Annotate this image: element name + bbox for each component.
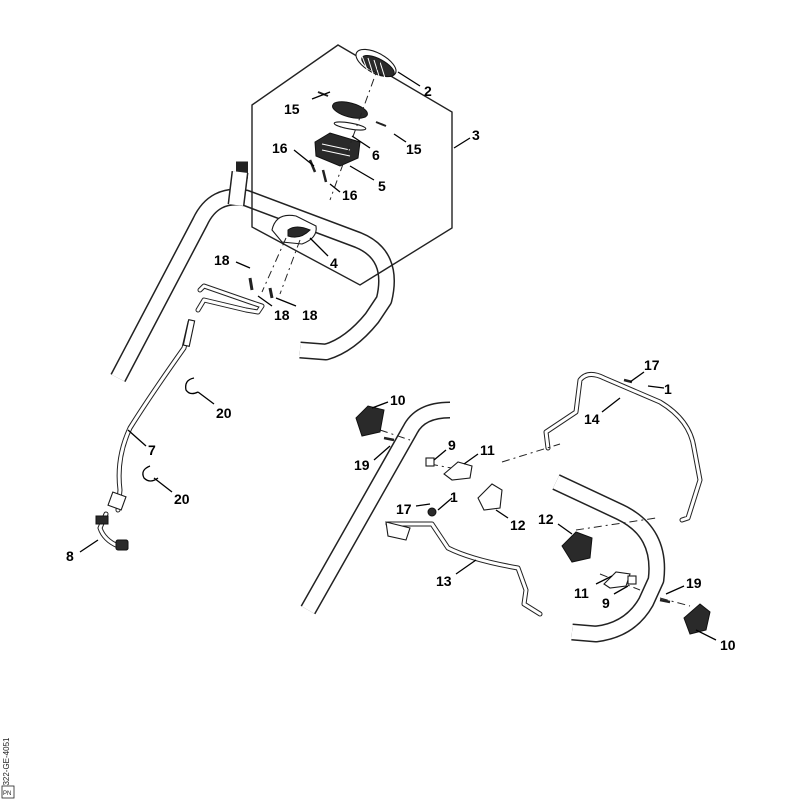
callout-20: 20 [216, 405, 232, 421]
lower-rod [385, 521, 543, 617]
assembly-links-right [379, 429, 691, 607]
bolts [248, 277, 274, 299]
lever-base [271, 214, 317, 245]
callout-12: 12 [510, 517, 526, 533]
upper-handle-right [300, 401, 666, 643]
callout-17: 17 [396, 501, 412, 517]
callout-3: 3 [472, 127, 480, 143]
adjustment-knob [355, 48, 397, 79]
cable-clips [142, 377, 199, 482]
callout-9: 9 [448, 437, 456, 453]
upper-handle-left [110, 161, 396, 382]
corner-mark: PN [3, 791, 11, 797]
control-cable [107, 319, 196, 513]
callout-4: 4 [330, 255, 338, 271]
callout-9: 9 [602, 595, 610, 611]
cable-connector [95, 511, 129, 551]
callout-20: 20 [174, 491, 190, 507]
callout-11: 11 [574, 585, 589, 601]
callout-18: 18 [214, 252, 230, 268]
callout-19: 19 [354, 457, 370, 473]
callout-10: 10 [720, 637, 736, 653]
callout-12: 12 [538, 511, 554, 527]
callout-7: 7 [148, 442, 156, 458]
callout-13: 13 [436, 573, 452, 589]
small-screws [308, 91, 387, 183]
dial-ring [332, 101, 368, 131]
callout-11: 11 [480, 442, 495, 458]
callout-16: 16 [342, 187, 358, 203]
assembly-axis [261, 61, 381, 295]
callout-18: 18 [302, 307, 318, 323]
callout-15: 15 [406, 141, 422, 157]
callout-15: 15 [284, 101, 300, 117]
callout-6: 6 [372, 147, 380, 163]
brackets [443, 461, 631, 589]
leader-lines [79, 71, 717, 641]
end-covers [355, 405, 711, 635]
callout-1: 1 [664, 381, 672, 397]
callout-14: 14 [584, 411, 600, 427]
control-rod-left [195, 283, 265, 315]
callout-5: 5 [378, 178, 386, 194]
callout-1: 1 [450, 489, 458, 505]
detail-frame [251, 44, 453, 286]
callout-labels: 2 15 3 15 6 16 5 16 4 18 18 18 20 7 20 8… [66, 83, 736, 653]
lever-body [314, 132, 361, 167]
callout-2: 2 [424, 83, 432, 99]
drawing-code: 8322-GE-4051 [2, 737, 11, 790]
callout-19: 19 [686, 575, 702, 591]
callout-8: 8 [66, 548, 74, 564]
corner-mark-box [1, 785, 15, 799]
callout-10: 10 [390, 392, 406, 408]
callout-18: 18 [274, 307, 290, 323]
bail-rod [543, 372, 703, 523]
callout-17: 17 [644, 357, 660, 373]
callout-16: 16 [272, 140, 288, 156]
lever-housings [477, 483, 593, 563]
